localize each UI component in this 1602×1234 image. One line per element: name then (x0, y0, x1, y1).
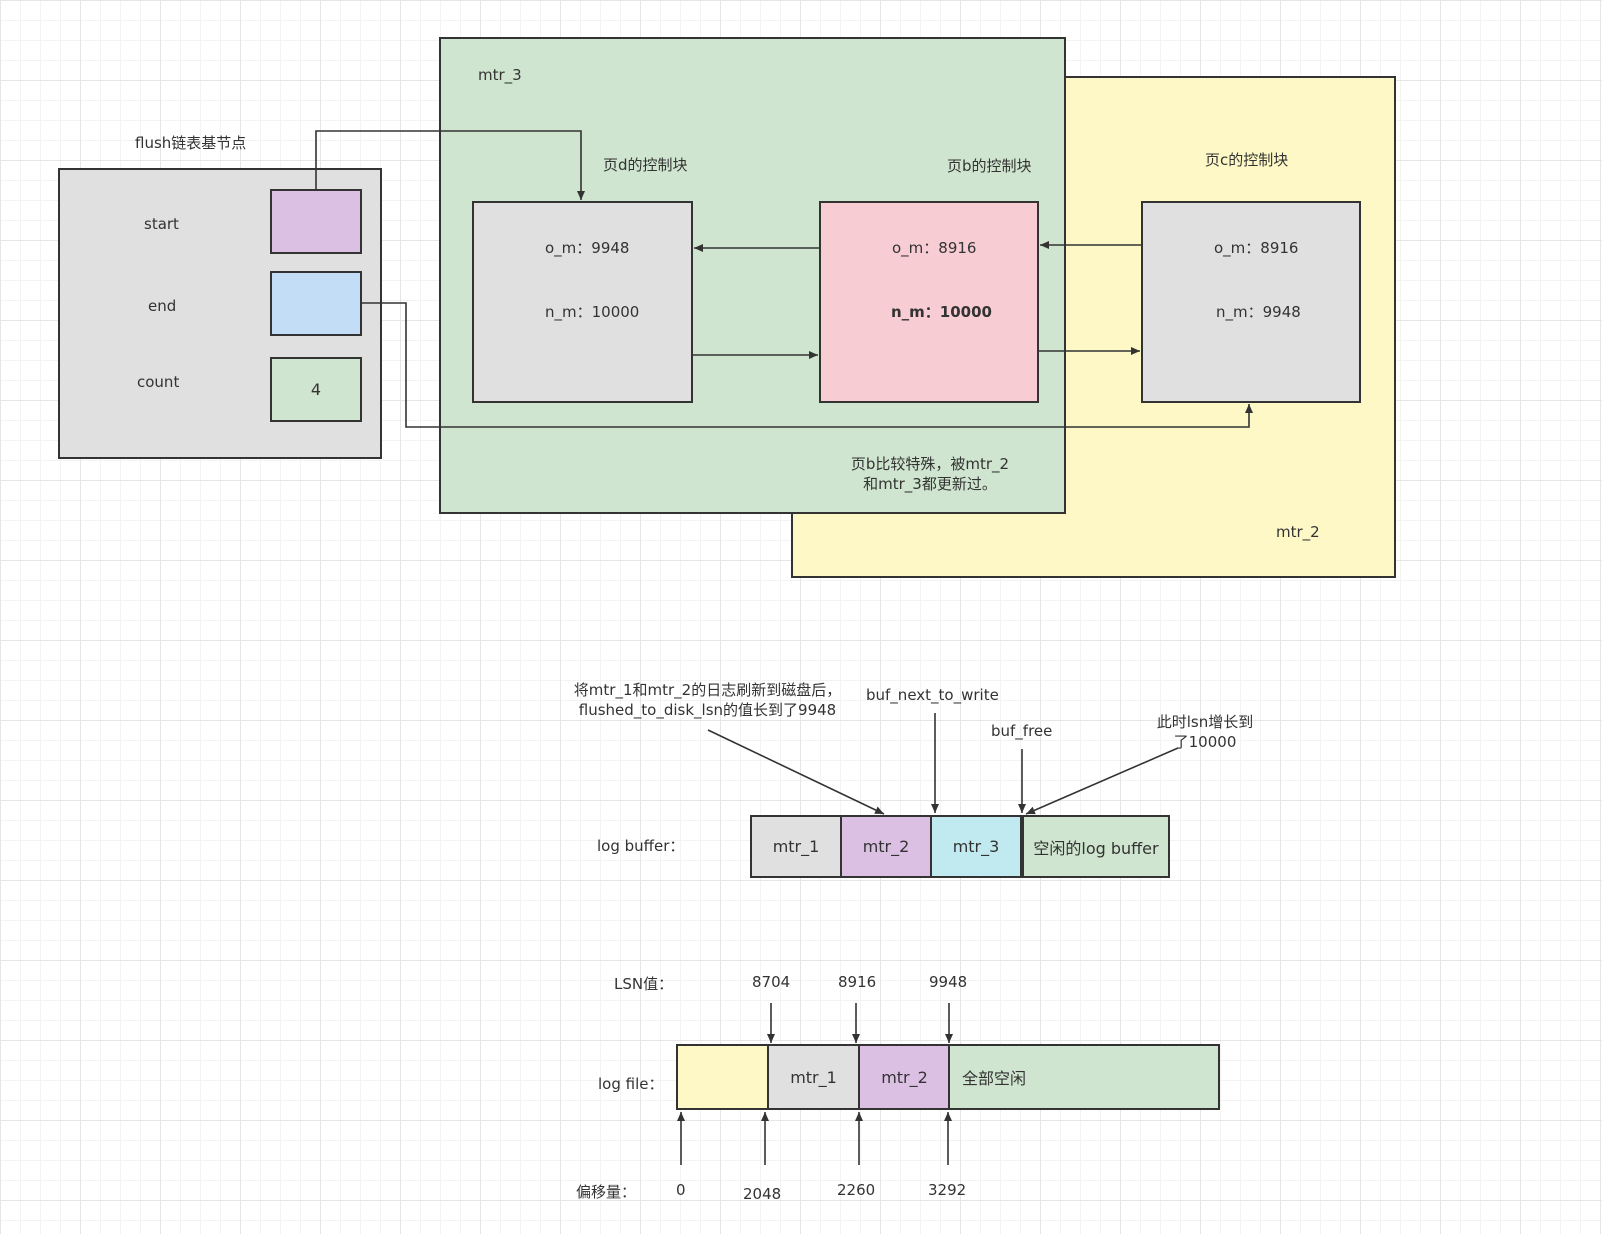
page-b-note-line2: 和mtr_3都更新过。 (863, 475, 997, 493)
page-b-o-m: o_m：8916 (892, 239, 977, 257)
flushed-to-disk-arrow (707, 729, 885, 815)
lsn-note-line2: 了10000 (1173, 733, 1237, 751)
offset-0: 0 (676, 1181, 686, 1199)
page-b-note: 页b比较特殊，被mtr_2 和mtr_3都更新过。 (820, 454, 1040, 494)
lsn-value-8916: 8916 (838, 973, 877, 991)
page-d-n-m: n_m：10000 (545, 303, 640, 321)
lsn-growth-arrow (1025, 747, 1179, 815)
flushed-note-line1: 将mtr_1和mtr_2的日志刷新到磁盘后， (573, 681, 842, 699)
mtr3-label: mtr_3 (478, 66, 522, 84)
mtr2-label: mtr_2 (1276, 523, 1320, 541)
page-b-control-block (819, 201, 1039, 403)
lsn-label: LSN值： (614, 975, 674, 993)
offset-2260: 2260 (837, 1181, 876, 1199)
offset-label: 偏移量： (576, 1183, 637, 1201)
lsn-note: 此时lsn增长到 了10000 (1140, 712, 1270, 752)
log-file-cell-free: 全部空闲 (948, 1044, 1220, 1110)
start-label: start (144, 215, 179, 233)
count-value-cell: 4 (270, 357, 362, 422)
log-file-cell-mtr2: mtr_2 (858, 1044, 951, 1110)
lsn-note-line1: 此时lsn增长到 (1156, 713, 1254, 731)
log-file-label: log file： (598, 1075, 664, 1093)
end-label: end (148, 297, 177, 315)
page-b-title: 页b的控制块 (947, 157, 1032, 175)
page-b-n-m: n_m：10000 (891, 303, 992, 321)
flushed-note: 将mtr_1和mtr_2的日志刷新到磁盘后， flushed_to_disk_l… (555, 680, 860, 720)
log-file-cell-used (676, 1044, 769, 1110)
log-buffer-cell-mtr3: mtr_3 (930, 815, 1022, 878)
page-c-o-m: o_m：8916 (1214, 239, 1299, 257)
page-d-title: 页d的控制块 (603, 156, 688, 174)
offset-3292: 3292 (928, 1181, 967, 1199)
end-pointer-cell (270, 271, 362, 336)
page-c-title: 页c的控制块 (1205, 151, 1289, 169)
page-d-control-block (472, 201, 693, 403)
page-d-o-m: o_m：9948 (545, 239, 630, 257)
offset-2048: 2048 (743, 1185, 782, 1203)
end-to-page-c-arrow (362, 302, 1253, 428)
count-label: count (137, 373, 180, 391)
log-buffer-cell-free: 空闲的log buffer (1022, 815, 1170, 878)
lsn-value-9948: 9948 (929, 973, 968, 991)
page-c-control-block (1141, 201, 1361, 403)
flushed-note-line2: flushed_to_disk_lsn的值长到了9948 (578, 701, 837, 719)
buf-next-to-write-label: buf_next_to_write (866, 686, 999, 704)
flush-list-title: flush链表基节点 (135, 134, 247, 152)
page-c-n-m: n_m：9948 (1216, 303, 1301, 321)
buf-free-label: buf_free (991, 722, 1053, 740)
lsn-value-8704: 8704 (752, 973, 791, 991)
log-buffer-cell-mtr1: mtr_1 (750, 815, 842, 878)
start-pointer-cell (270, 189, 362, 254)
log-buffer-label: log buffer： (597, 837, 685, 855)
start-to-page-d-arrow (315, 130, 585, 200)
page-b-note-line1: 页b比较特殊，被mtr_2 (850, 455, 1010, 473)
